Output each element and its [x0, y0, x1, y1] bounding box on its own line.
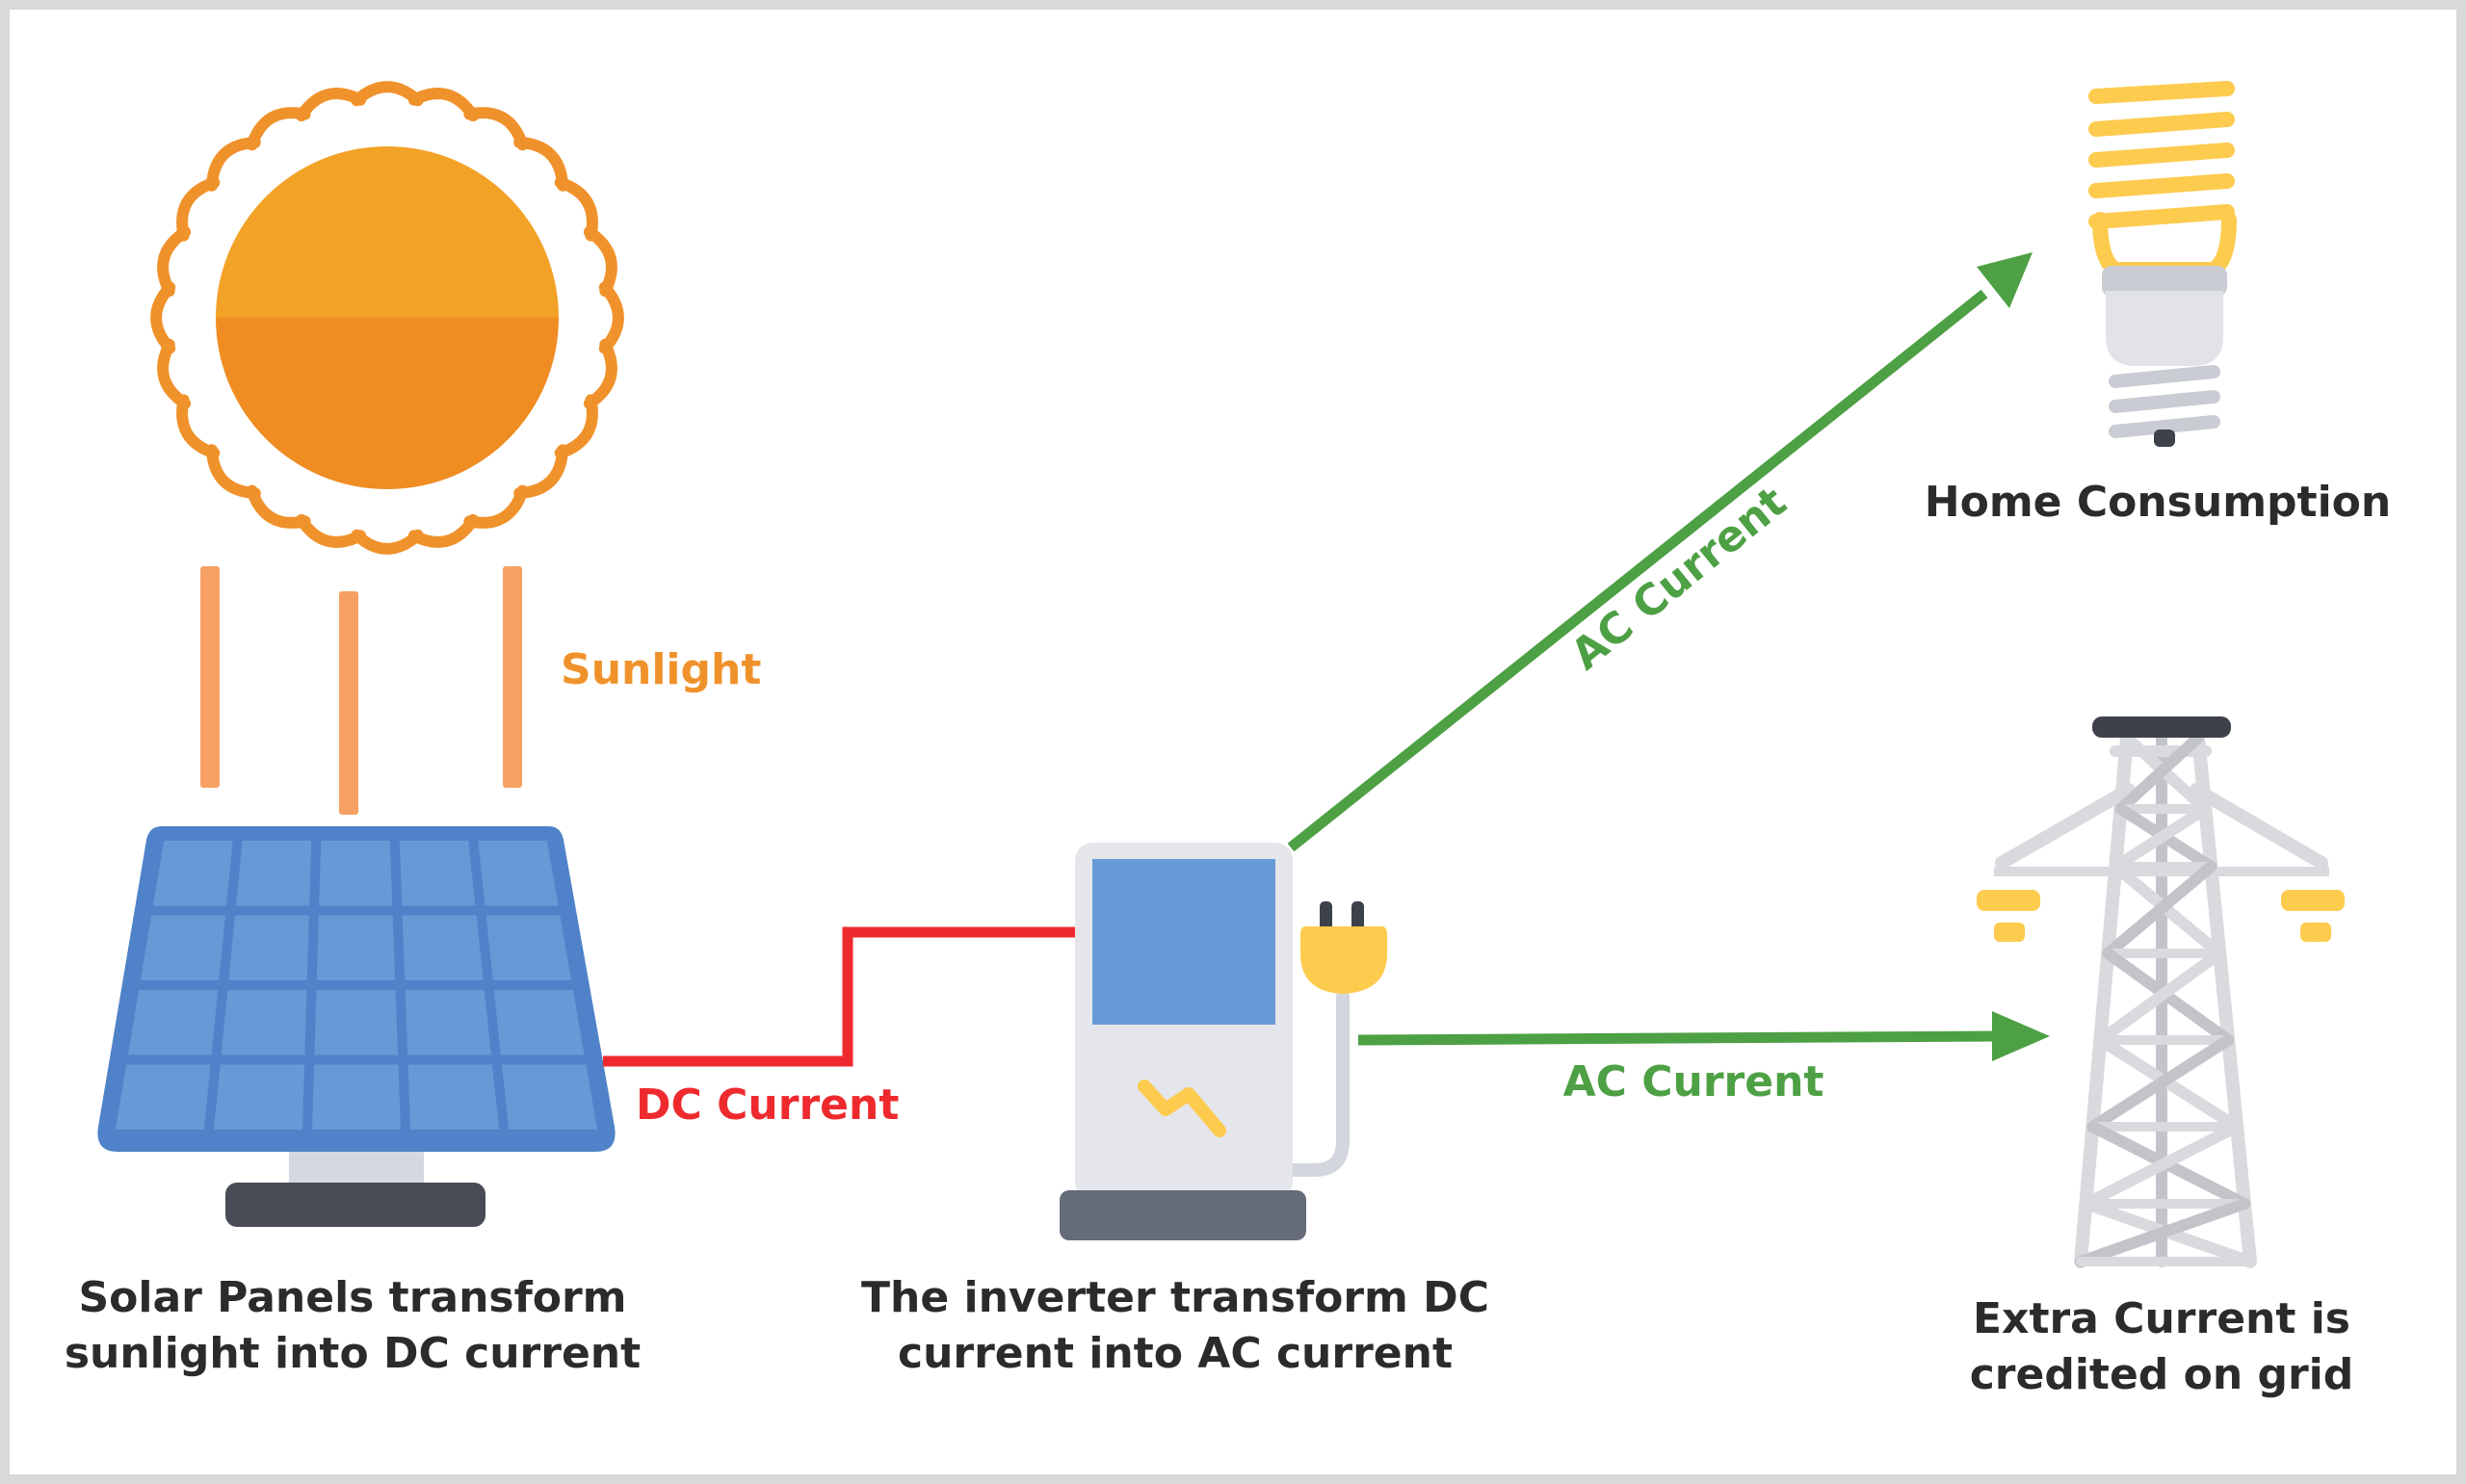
ac-arrow-head [1992, 1011, 2050, 1061]
bulb-collar [2102, 266, 2227, 297]
tower-insulator [1994, 923, 2025, 942]
bulb-coil [2088, 204, 2235, 229]
panel-cell [399, 841, 476, 906]
dc-current-label: DC Current [636, 1080, 899, 1130]
tower-insulator [2281, 890, 2345, 911]
tower-insulators [1977, 890, 2345, 942]
sun-ray [295, 88, 367, 122]
bulb-thread [2109, 415, 2220, 438]
inverter-icon [1060, 843, 1387, 1240]
panel-cell [493, 990, 585, 1055]
ac-current-label-up: AC Current [1562, 478, 1797, 680]
sun-rays [150, 81, 624, 555]
solar-panel-icon [97, 826, 616, 1227]
tower-insulator [1977, 890, 2040, 911]
tower-brace [2110, 803, 2212, 872]
sunlight-beams [200, 566, 522, 815]
ac-arrow-shaft [1357, 1030, 2005, 1046]
tower-brace [2102, 861, 2217, 959]
panel-cell [221, 990, 307, 1055]
ac-current-arrow-right [1357, 1011, 2050, 1061]
panel-cell [407, 1064, 500, 1130]
panel-stand-base [225, 1183, 485, 1227]
tower-brace [2094, 948, 2226, 1046]
sunlight-beam [200, 566, 220, 788]
tower-brace [2080, 1121, 2243, 1210]
dc-current-line [603, 926, 1089, 1067]
sunlight-beam [339, 591, 358, 815]
grid-caption-line: Extra Current is [1973, 1294, 2350, 1343]
panel-cell [319, 841, 393, 906]
panel-cell [316, 915, 396, 980]
sun-ray [407, 513, 480, 548]
grid-caption-line: credited on grid [1970, 1350, 2354, 1399]
solar-caption-line: sunlight into DC current [65, 1329, 641, 1378]
tower-brace [2086, 1034, 2235, 1133]
plug-body [1300, 926, 1387, 994]
bulb-tip [2154, 430, 2175, 447]
bulb-coil [2088, 143, 2235, 168]
tower-leg [2074, 731, 2134, 1268]
inverter-caption-line: The inverter transform DC [861, 1273, 1489, 1322]
sun-lower-half [216, 318, 559, 489]
panel-cell [228, 915, 309, 980]
tower-brace [2075, 1198, 2251, 1267]
plug-prong [1351, 901, 1364, 932]
sunlight-beam [503, 566, 522, 788]
home-consumption-label: Home Consumption [1925, 478, 2391, 527]
sun-icon [150, 81, 624, 555]
inverter-cable [1284, 990, 1350, 1177]
panel-cell [115, 1064, 211, 1130]
ac-current-label-right: AC Current [1563, 1057, 1824, 1106]
sun-upper-half [216, 146, 559, 318]
bulb-thread [2109, 365, 2220, 388]
ac-arrow-head [1977, 252, 2033, 308]
ac-current-arrow-up [1287, 252, 2033, 852]
sun-ray [583, 225, 617, 298]
plug-prong [1320, 901, 1332, 932]
power-tower-icon [1977, 716, 2345, 1268]
panel-cell [402, 915, 484, 980]
inverter-screen [1092, 859, 1275, 1025]
plug-icon [1300, 901, 1387, 994]
bulb-threads [2109, 365, 2220, 438]
panel-cell [501, 1064, 598, 1130]
bulb-base [2106, 291, 2223, 366]
panel-cell [140, 915, 226, 980]
panel-cell [405, 990, 491, 1055]
light-bulb-icon [2088, 81, 2237, 447]
bulb-coil [2088, 112, 2235, 137]
panel-cell [213, 1064, 305, 1130]
inverter-base [1060, 1190, 1306, 1240]
bulb-coils [2088, 81, 2235, 229]
panel-cell [311, 1064, 402, 1130]
lightning-icon [1138, 1080, 1226, 1137]
panel-cell [478, 841, 559, 906]
tower-leg [2191, 731, 2257, 1268]
tower-brace [2114, 732, 2204, 815]
sun-ray [157, 338, 192, 410]
panel-cell [235, 841, 312, 906]
tower-arm-brace [2190, 783, 2328, 870]
inverter-caption-line: current into AC current [898, 1329, 1453, 1378]
tower-structure [1994, 731, 2329, 1268]
panel-cell [127, 990, 219, 1055]
sunlight-label: Sunlight [561, 645, 761, 694]
solar-caption-line: Solar Panels transform [78, 1273, 626, 1322]
panel-cell [152, 841, 233, 906]
panel-cell [314, 990, 399, 1055]
bulb-coil [2088, 173, 2235, 198]
panel-cell [485, 915, 572, 980]
tower-insulator [2300, 923, 2331, 942]
bulb-coil [2088, 81, 2235, 104]
ac-arrow-shaft [1287, 289, 1988, 852]
tower-top-cap [2092, 716, 2231, 738]
bulb-thread [2109, 390, 2220, 413]
tower-arm-brace [1995, 783, 2136, 870]
panel-cells [115, 841, 598, 1130]
